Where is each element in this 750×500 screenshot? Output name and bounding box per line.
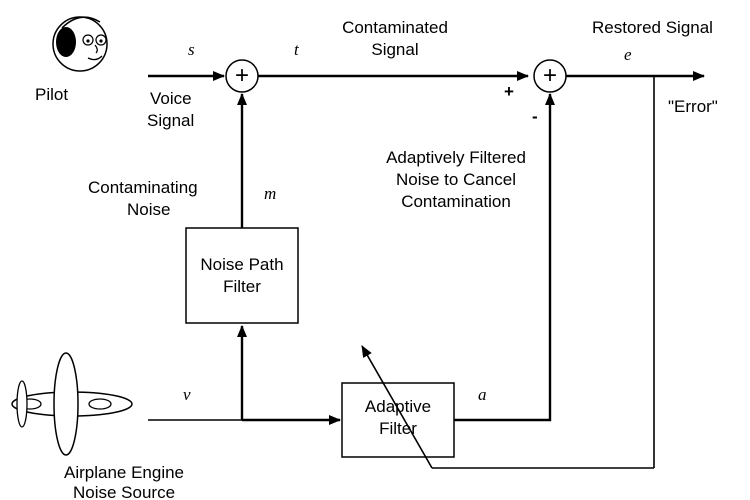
sum-symbol-1: +: [235, 62, 249, 89]
noise-variable: v: [183, 385, 191, 404]
contaminated-signal-variable: t: [294, 40, 300, 59]
voice-signal-label-line1: Voice: [150, 89, 192, 108]
sum-symbol-2: +: [543, 62, 557, 89]
contaminating-noise-label-line2: Noise: [127, 200, 170, 219]
adaptive-filter-box: [341, 382, 455, 458]
voice-signal-variable: s: [188, 40, 195, 59]
restored-signal-label: Restored Signal: [592, 18, 713, 37]
voice-signal-label-line2: Signal: [147, 111, 194, 130]
filtered-noise-label-line2: Noise to Cancel: [396, 170, 516, 189]
pilot-label: Pilot: [35, 85, 68, 104]
contaminating-noise-variable: m: [264, 184, 276, 203]
contaminating-noise-label-line1: Contaminating: [88, 178, 198, 197]
error-label: "Error": [668, 97, 718, 116]
airplane-engine-icon: [11, 352, 133, 456]
restored-signal-variable: e: [624, 45, 632, 64]
airplane-label-line2: Noise Source: [73, 483, 175, 500]
minus-sign-label: -: [532, 107, 538, 126]
noise-path-filter-label-line1: Noise Path: [200, 255, 283, 274]
plus-sign-label: +: [504, 82, 514, 101]
noise-path-filter-label-line2: Filter: [223, 277, 261, 296]
noise-path-filter-box: [185, 227, 299, 324]
adaptation-arrow: [361, 345, 433, 469]
adaptive-filter-label-line2: Filter: [379, 419, 417, 438]
summing-junction-2: +: [533, 59, 567, 93]
contaminated-signal-label-line1: Contaminated: [342, 18, 448, 37]
pilot-face-icon: [52, 16, 108, 72]
adaptive-filter-output-line: [454, 93, 555, 422]
filtered-noise-label-line3: Contamination: [401, 192, 511, 211]
adaptive-output-variable: a: [478, 385, 487, 404]
adaptive-filter-label-line1: Adaptive: [365, 397, 431, 416]
filtered-noise-label-line1: Adaptively Filtered: [386, 148, 526, 167]
airplane-label-line1: Airplane Engine: [64, 463, 184, 482]
contaminated-signal-label-line2: Signal: [371, 40, 418, 59]
summing-junction-1: +: [225, 59, 259, 93]
